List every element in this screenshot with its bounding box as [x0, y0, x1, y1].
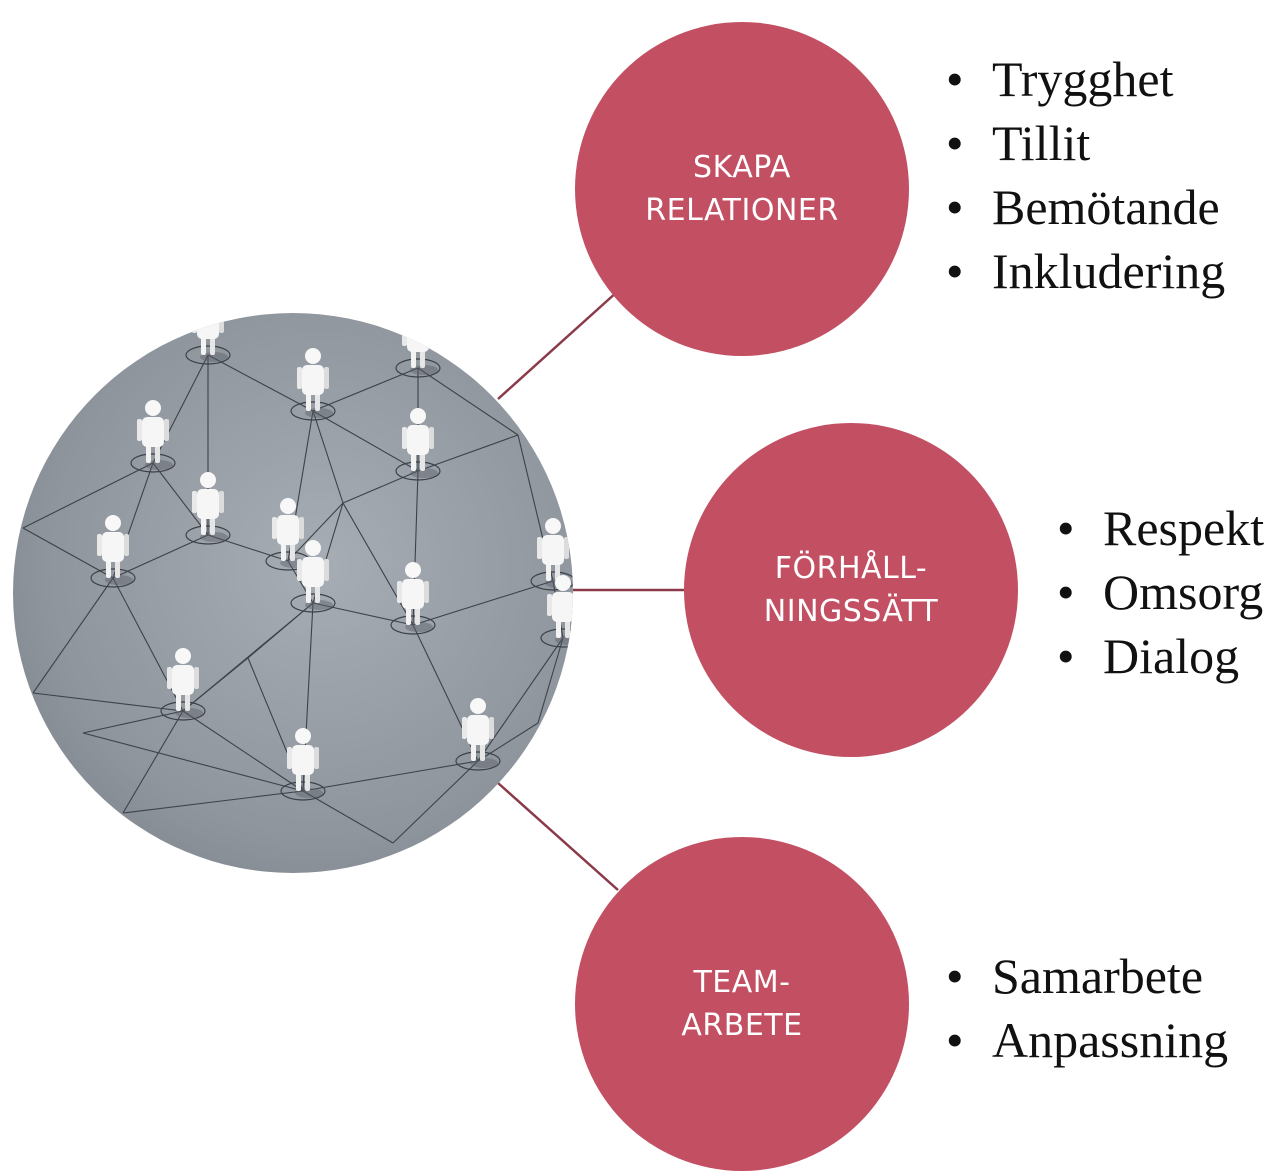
- network-link: [247, 602, 314, 659]
- network-link: [207, 354, 314, 412]
- network-link: [207, 534, 289, 562]
- bullet-text: Omsorg: [1103, 564, 1264, 620]
- person-figure: [280, 728, 326, 801]
- network-link: [122, 790, 304, 814]
- bullet-dot: •: [1057, 564, 1075, 620]
- bullet-item: • Samarbete: [946, 944, 1228, 1008]
- network-link: [22, 462, 154, 529]
- person-figure: [390, 562, 436, 635]
- network-link: [412, 580, 554, 626]
- bullet-item: • Bemötande: [946, 175, 1225, 239]
- network-link: [32, 692, 184, 712]
- node-teamarbete: TEAM- ARBETE: [575, 837, 909, 1171]
- bullet-text: Trygghet: [992, 51, 1174, 107]
- node-forhallningssatt: FÖRHÅLL- NINGSSÄTT: [684, 423, 1018, 757]
- network-link: [112, 577, 184, 712]
- network-link: [22, 527, 114, 579]
- person-figure: [290, 540, 336, 613]
- bullet-dot: •: [1057, 628, 1075, 684]
- person-figure: [265, 498, 311, 571]
- person-figure: [540, 575, 573, 648]
- network-link: [122, 710, 184, 814]
- person-figure: [90, 515, 136, 588]
- bullet-text: Bemötande: [992, 179, 1220, 235]
- connector-line-bottom: [497, 782, 619, 891]
- bullet-dot: •: [946, 948, 964, 1004]
- network-link: [302, 760, 479, 792]
- bullet-list-teamarbete: • Samarbete • Anpassning: [946, 944, 1228, 1072]
- node-label-forhallningssatt: FÖRHÅLL- NINGSSÄTT: [763, 551, 939, 629]
- bullet-item: • Omsorg: [1057, 560, 1264, 624]
- node-label-skapa-relationer: SKAPA RELATIONER: [645, 150, 839, 228]
- bullet-text: Tillit: [992, 115, 1091, 171]
- network-link: [82, 732, 304, 792]
- network-link: [32, 577, 114, 694]
- network-link: [477, 637, 564, 762]
- network-link: [302, 790, 394, 844]
- network-link: [182, 710, 304, 792]
- network-link: [312, 410, 344, 504]
- bullet-item: • Respekt: [1057, 496, 1264, 560]
- bullet-dot: •: [946, 115, 964, 171]
- person-figure: [185, 472, 231, 545]
- node-label-teamarbete: TEAM- ARBETE: [681, 965, 803, 1043]
- network-link: [392, 760, 479, 844]
- bullet-dot: •: [946, 179, 964, 235]
- people-network-photo: [13, 313, 573, 873]
- connector-line-top: [497, 290, 619, 400]
- bullet-item: • Tillit: [946, 111, 1225, 175]
- bullet-item: • Dialog: [1057, 624, 1264, 688]
- network-link: [112, 534, 209, 579]
- bullet-item: • Trygghet: [946, 47, 1225, 111]
- bullet-text: Samarbete: [992, 948, 1204, 1004]
- person-figure: [130, 400, 176, 473]
- network-link: [82, 710, 184, 734]
- network-link: [287, 502, 344, 562]
- photo-background: [13, 313, 573, 873]
- person-figure: [290, 348, 336, 421]
- person-figure: [160, 648, 206, 721]
- person-figure: [530, 518, 573, 591]
- bullet-dot: •: [946, 243, 964, 299]
- bullet-dot: •: [946, 51, 964, 107]
- bullet-dot: •: [1057, 500, 1075, 556]
- bullet-text: Dialog: [1103, 628, 1240, 684]
- bullet-text: Inkludering: [992, 243, 1226, 299]
- bullet-text: Anpassning: [992, 1012, 1229, 1068]
- network-link: [342, 470, 419, 504]
- network-link: [312, 410, 419, 472]
- network-link: [182, 657, 249, 712]
- network-link: [477, 722, 539, 762]
- bullet-list-skapa-relationer: • Trygghet • Tillit • Bemötande • Inkluderin…: [946, 47, 1225, 303]
- bullet-text: Respekt: [1103, 500, 1265, 556]
- network-link: [312, 367, 419, 412]
- network-link: [537, 637, 564, 724]
- bullet-list-forhallningssatt: • Respekt • Omsorg • Dialog: [1057, 496, 1264, 688]
- network-people: [90, 313, 573, 801]
- person-figure: [395, 408, 441, 481]
- bullet-item: • Anpassning: [946, 1008, 1228, 1072]
- node-skapa-relationer: SKAPA RELATIONER: [575, 22, 909, 356]
- network-link: [342, 502, 414, 626]
- network-link: [312, 602, 414, 626]
- bullet-dot: •: [946, 1012, 964, 1068]
- network-link: [417, 367, 519, 436]
- bullet-item: • Inkludering: [946, 239, 1225, 303]
- network-link: [152, 462, 209, 536]
- person-figure: [455, 698, 501, 771]
